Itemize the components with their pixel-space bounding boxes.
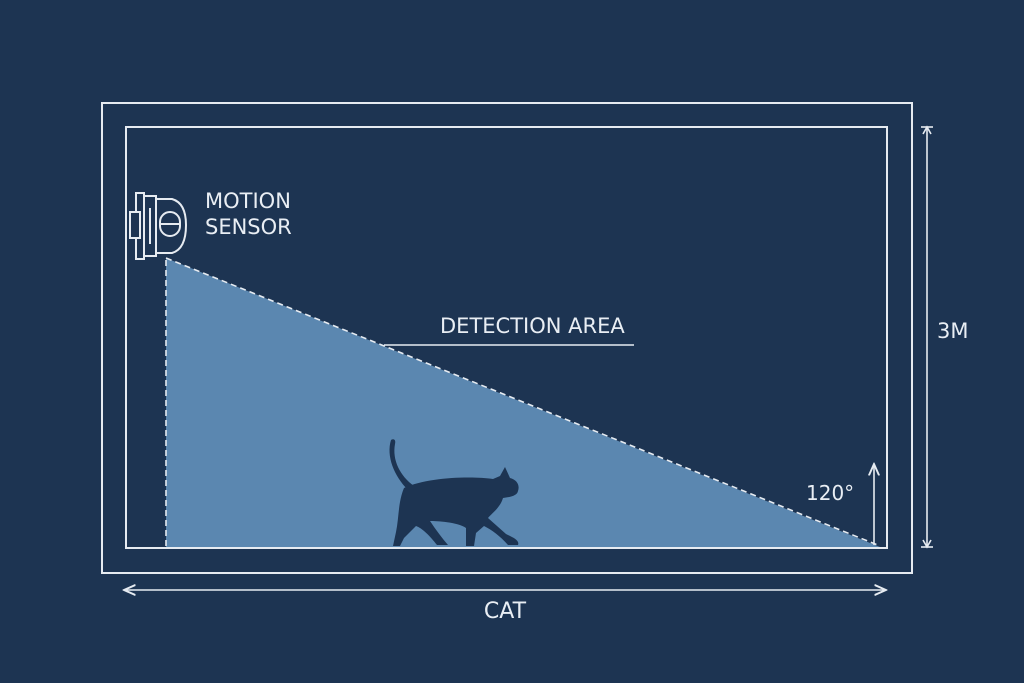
angle-label: 120° — [806, 481, 854, 505]
motion-sensor-icon — [129, 192, 188, 260]
height-dimension-arrow-top — [922, 125, 932, 135]
height-label: 3M — [937, 319, 968, 343]
height-dimension-arrow-bottom — [922, 539, 932, 549]
width-label: CAT — [484, 599, 527, 624]
detection-area-label: DETECTION AREA — [440, 314, 625, 338]
detection-edge-upper — [165, 257, 881, 547]
outer-wall-frame — [101, 102, 913, 574]
cat-silhouette — [389, 439, 519, 546]
inner-wall-frame — [125, 126, 888, 549]
sensor-label-line2: SENSOR — [205, 215, 292, 239]
sensor-label-line1: MOTION — [205, 189, 291, 213]
